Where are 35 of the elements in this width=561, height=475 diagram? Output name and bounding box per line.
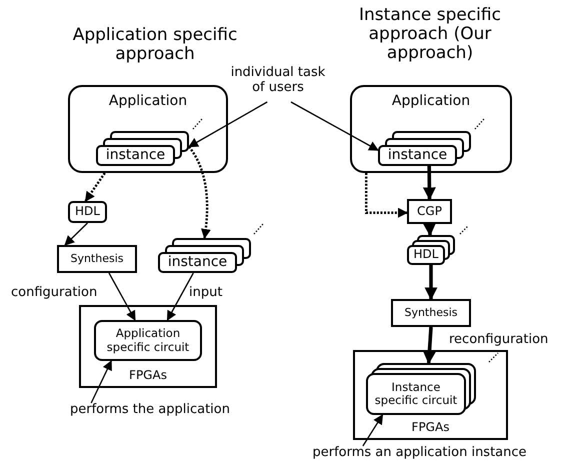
process-box: CGP [407, 199, 452, 224]
process-box: Synthesis [57, 245, 137, 273]
application-box [68, 85, 228, 173]
arrow [424, 265, 438, 300]
heading: Application specific approach [72, 26, 238, 64]
heading: Instance specific approach (Our approach) [358, 6, 502, 64]
box-title: FPGAs [410, 421, 450, 435]
circuit-box: Application specific circuit [94, 320, 202, 361]
box-title: Application [108, 93, 188, 110]
fpga-box [353, 350, 508, 440]
arrow [422, 166, 436, 200]
annotation-text: performs an application instance [278, 446, 561, 466]
edge-label: configuration [10, 286, 98, 300]
arrow [422, 223, 436, 236]
dotted-arrow [84, 172, 106, 202]
arrow [290, 101, 379, 151]
arrow [108, 272, 136, 321]
annotation-text: performs the application [45, 403, 255, 423]
arrow [362, 414, 384, 446]
application-box [350, 85, 512, 173]
dotted-arrow [365, 173, 408, 218]
arrow [188, 101, 268, 148]
process-box: Synthesis [391, 299, 471, 327]
arrow [422, 326, 436, 364]
edge-label: input [188, 286, 224, 300]
box-title: FPGAs [128, 369, 168, 383]
fpga-box [79, 305, 217, 388]
dotted-arrow [188, 146, 211, 239]
annotation-text: individual task of users [224, 66, 332, 102]
box-title: Application [390, 93, 472, 110]
arrow [90, 360, 112, 404]
arrow [64, 222, 88, 246]
edge-label: reconfiguration [448, 333, 550, 348]
process-box: HDL [68, 201, 107, 223]
arrow [166, 272, 194, 321]
